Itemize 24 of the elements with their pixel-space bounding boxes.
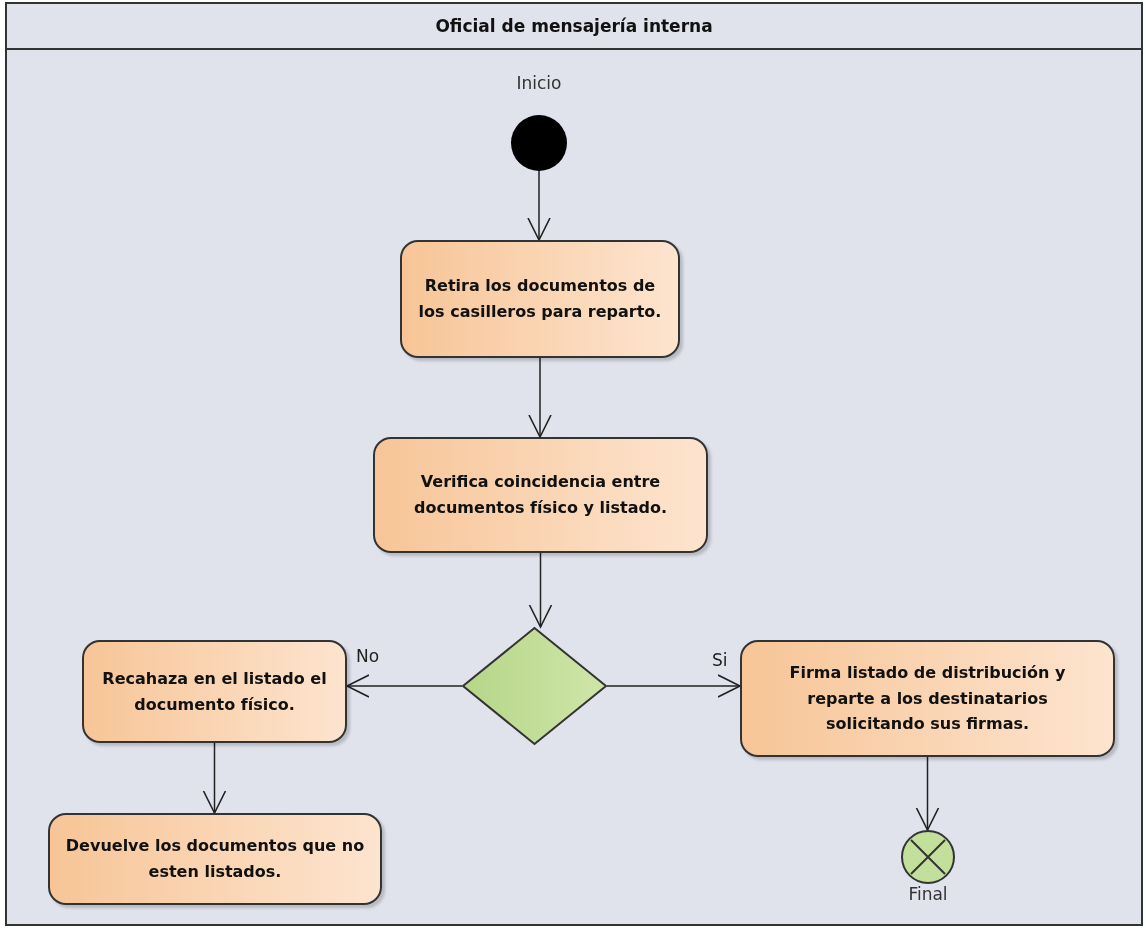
arrow xyxy=(915,756,940,831)
action-box xyxy=(400,240,680,358)
action-box xyxy=(740,640,1115,757)
final-node xyxy=(901,830,955,884)
swimlane-title: Oficial de mensajería interna xyxy=(7,4,1141,50)
action-text: Firma listado de distribución y reparte a los destinatarios solicitando sus firmas. xyxy=(788,662,1067,736)
swimlane xyxy=(5,2,1143,926)
arrow xyxy=(606,674,741,698)
action-text: Verifica coincidencia entre documentos físico y listado. xyxy=(413,471,668,519)
arrow xyxy=(202,742,227,814)
arrow xyxy=(528,552,553,628)
arrow xyxy=(527,170,551,241)
action-text: Devuelve los documentos que no esten listados. xyxy=(64,835,366,883)
action-box xyxy=(48,813,382,905)
arrow xyxy=(346,674,463,698)
initial-node xyxy=(511,115,567,171)
action-box xyxy=(373,437,708,553)
action-text: Retira los documentos de los casilleros para reparto. xyxy=(417,275,663,323)
action-text: Recahaza en el listado el documento físico. xyxy=(101,667,328,716)
node-caption: Inicio xyxy=(515,73,563,93)
action-box xyxy=(82,640,347,743)
node-caption: Final xyxy=(907,884,949,904)
arrow xyxy=(528,357,552,438)
decision-diamond xyxy=(462,627,607,745)
